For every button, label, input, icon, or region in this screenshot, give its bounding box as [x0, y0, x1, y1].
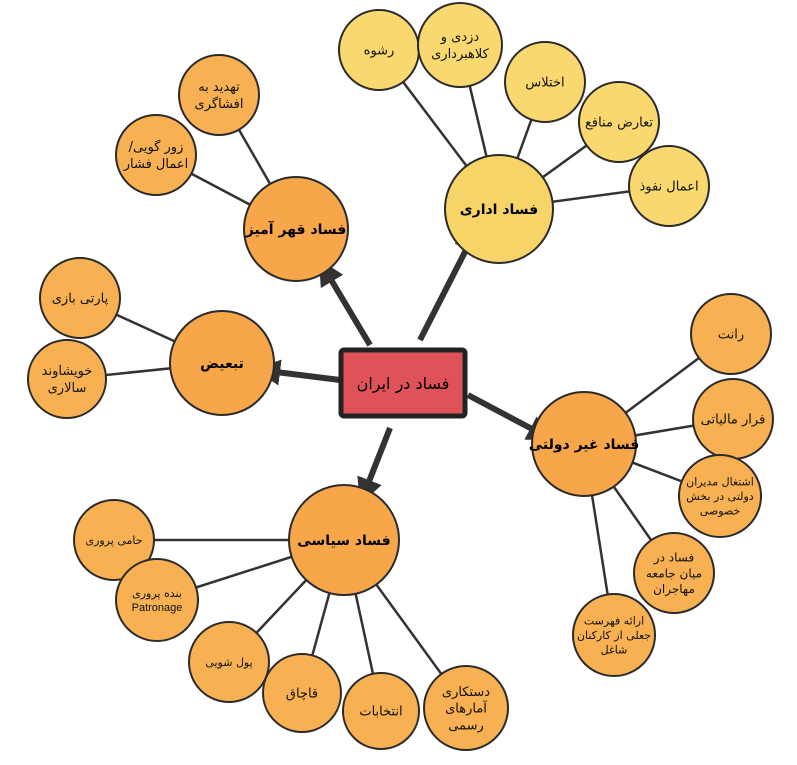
hub-label-non-governmental: فساد غیر دولتی — [529, 437, 640, 453]
leaf-label-smuggling: قاچاق — [286, 687, 318, 702]
leaf-node-money-laundering: پول شویی — [188, 621, 270, 703]
leaf-label-officials-private-line-2: دولتی در بخش — [686, 490, 754, 503]
leaf-label-bribery: رشوه — [364, 44, 395, 59]
hub-circle-administrative — [444, 154, 554, 264]
arrow-to-non-governmental — [466, 392, 554, 441]
leaf-label-immigrants-line-2: میان جامعه — [646, 566, 702, 580]
hub-circle-political — [288, 484, 400, 596]
leaf-label-officials-private-line-3: خصوصی — [700, 504, 741, 517]
arrow-to-administrative — [417, 226, 479, 342]
leaf-label-pressure-line-1: زور گویی/ — [129, 139, 184, 155]
leaf-node-conflict-of-interest: تعارض منافع — [578, 81, 660, 163]
leaf-circle-patronage — [115, 558, 199, 642]
hub-circle-discrimination — [169, 310, 275, 416]
center-node: فساد در ایران — [338, 347, 468, 419]
leaf-label-patronage-line-1: بنده پروری — [132, 587, 182, 600]
leaf-circle-clientelism — [73, 499, 155, 581]
leaf-label-theft-line-1: دزدی و — [440, 30, 480, 45]
leaf-label-disclosure-threat-line-1: تهدید به — [198, 80, 240, 95]
leaf-node-bribery: رشوه — [338, 9, 420, 91]
leaf-node-theft: دزدی و کلاهبرداری — [417, 2, 503, 88]
leaf-label-nepotism-line-1: خویشاوند — [42, 364, 93, 379]
leaf-node-patronage: بنده پروری Patronage — [115, 558, 199, 642]
leaf-label-statistics-line-3: رسمی — [448, 719, 484, 734]
leaf-circle-smuggling — [262, 653, 342, 733]
leaf-circle-money-laundering — [188, 621, 270, 703]
hub-label-discrimination: تبعیض — [200, 356, 244, 372]
leaf-node-tax-evasion: فرار مالیاتی — [692, 378, 774, 460]
leaf-label-fake-employees-line-1: ارائه فهرست — [584, 615, 644, 628]
leaf-circle-fake-employees — [572, 593, 656, 677]
leaf-circle-rent — [690, 293, 772, 375]
hub-node-discrimination: تبعیض — [169, 310, 275, 416]
leaf-circle-pressure — [115, 114, 197, 196]
leaf-node-rent: رانت — [690, 293, 772, 375]
arrow-to-political — [357, 426, 393, 505]
leaf-label-nepotism-line-2: سالاری — [48, 381, 87, 396]
leaf-circle-nepotism — [27, 339, 107, 419]
leaf-node-elections: انتخابات — [342, 672, 420, 750]
leaf-label-favoritism: پارتی بازی — [52, 292, 109, 307]
leaf-circle-theft — [417, 2, 503, 88]
leaf-label-officials-private-line-1: اشتغال مدیران — [686, 476, 754, 489]
hub-label-political: فساد سیاسی — [297, 533, 390, 549]
leaf-circle-disclosure-threat — [178, 54, 260, 136]
leaf-label-conflict-of-interest: تعارض منافع — [585, 116, 653, 131]
leaf-circle-influence — [628, 145, 710, 227]
leaf-circle-elections — [342, 672, 420, 750]
hub-node-non-governmental: فساد غیر دولتی — [529, 391, 640, 497]
leaf-label-immigrants-line-1: فساد در — [653, 551, 694, 566]
arrow-to-coercive — [318, 259, 373, 347]
hub-circle-non-governmental — [531, 391, 637, 497]
hub-node-administrative: فساد اداری — [444, 154, 554, 264]
hub-arrows — [254, 226, 554, 505]
hub-circle-coercive — [243, 176, 349, 282]
leaf-label-statistics-line-2: آمارهای — [445, 700, 488, 717]
leaf-label-fake-employees-line-3: شاغل — [601, 643, 628, 656]
hub-node-political: فساد سیاسی — [288, 484, 400, 596]
leaf-node-favoritism: پارتی بازی — [39, 257, 121, 339]
nodes-layer: فساد در ایران فساد اداری رشوه دزدی و کلاهبرد… — [27, 2, 774, 751]
leaf-label-influence: اعمال نفوذ — [639, 180, 698, 195]
leaf-label-elections: انتخابات — [359, 705, 402, 720]
hub-node-coercive: فساد قهر آمیز — [243, 176, 349, 282]
leaf-node-smuggling: قاچاق — [262, 653, 342, 733]
leaf-node-pressure: زور گویی/اعمال فشار — [115, 114, 197, 196]
leaf-circle-embezzlement — [504, 41, 586, 123]
center-label: فساد در ایران — [357, 374, 450, 394]
hub-label-coercive: فساد قهر آمیز — [245, 220, 347, 238]
leaf-circle-conflict-of-interest — [578, 81, 660, 163]
leaf-label-clientelism: حامی پروری — [85, 534, 142, 547]
leaf-label-pressure-line-2: اعمال فشار — [123, 157, 188, 172]
leaf-node-embezzlement: اختلاس — [504, 41, 586, 123]
leaf-node-nepotism: خویشاوند سالاری — [27, 339, 107, 419]
leaf-circle-officials-private — [678, 454, 762, 538]
leaf-label-embezzlement: اختلاس — [525, 76, 564, 91]
arrow-to-discrimination — [254, 359, 341, 386]
center-box — [338, 347, 468, 419]
leaf-circle-statistics — [423, 665, 509, 751]
leaf-label-rent: رانت — [718, 328, 744, 343]
leaf-label-patronage-line-2: Patronage — [132, 602, 183, 614]
leaf-node-influence: اعمال نفوذ — [628, 145, 710, 227]
leaf-label-theft-line-2: کلاهبرداری — [431, 47, 490, 62]
leaf-label-fake-employees-line-2: جعلی از کارکنان — [577, 629, 651, 642]
hub-label-administrative: فساد اداری — [460, 202, 538, 218]
leaf-node-clientelism: حامی پروری — [73, 499, 155, 581]
leaf-circle-favoritism — [39, 257, 121, 339]
leaf-circle-immigrants — [633, 532, 715, 614]
leaf-label-tax-evasion: فرار مالیاتی — [701, 413, 766, 428]
leaf-label-disclosure-threat-line-2: افشاگری — [195, 96, 244, 112]
leaf-label-immigrants-line-3: مهاجران — [653, 582, 695, 597]
leaf-label-money-laundering: پول شویی — [205, 656, 252, 669]
leaf-label-statistics-line-1: دستکاری — [442, 685, 490, 700]
